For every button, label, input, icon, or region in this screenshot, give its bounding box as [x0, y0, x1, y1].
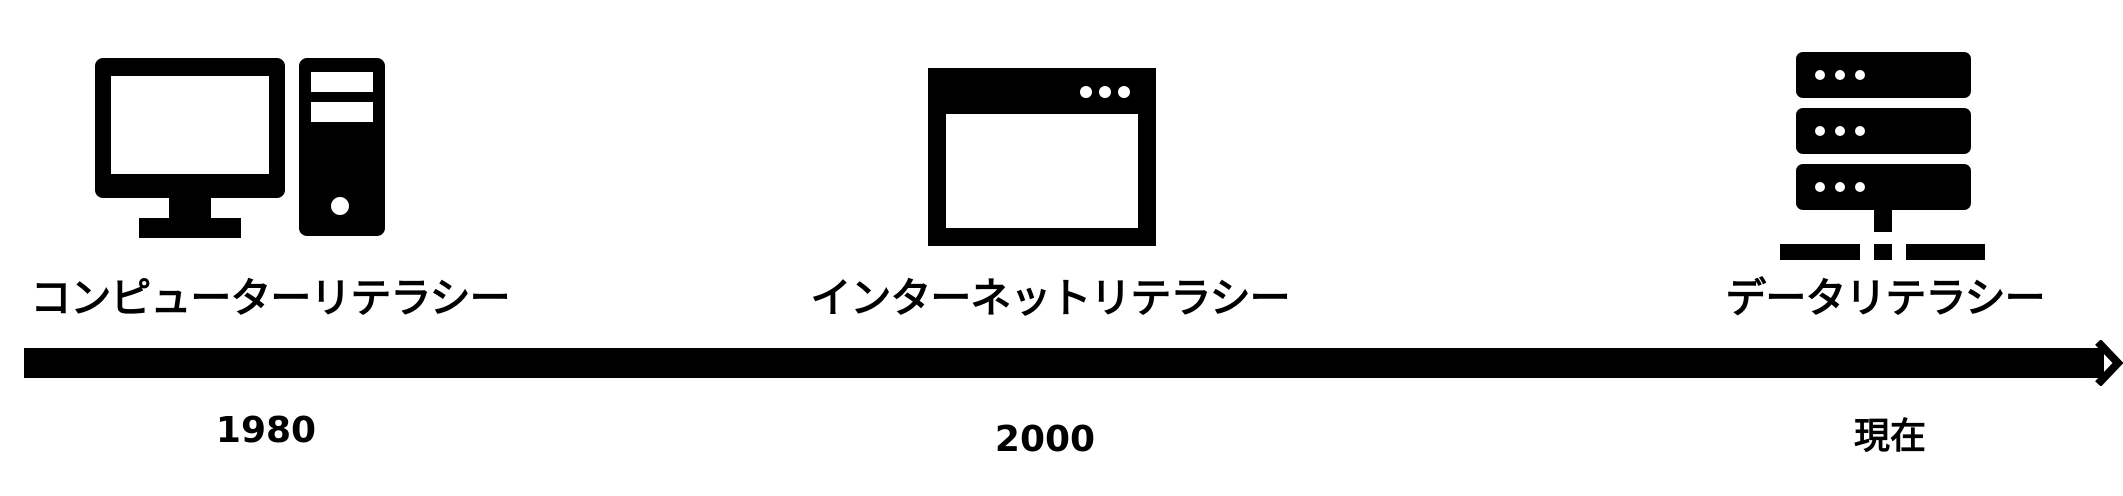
- year-label-2000: 2000: [994, 419, 1096, 460]
- browser-window-icon: [928, 68, 1156, 246]
- timeline-arrow: [24, 340, 2123, 386]
- era-label-internet-literacy: インターネットリテラシー: [810, 274, 1290, 322]
- server-icon: [1780, 52, 1985, 260]
- desktop-computer-icon: [95, 58, 385, 238]
- era-label-computer-literacy: コンピューターリテラシー: [30, 274, 510, 322]
- year-label-1980: 1980: [215, 410, 317, 451]
- era-label-data-literacy: データリテラシー: [1725, 274, 2045, 322]
- year-label-present: 現在: [1853, 416, 1926, 457]
